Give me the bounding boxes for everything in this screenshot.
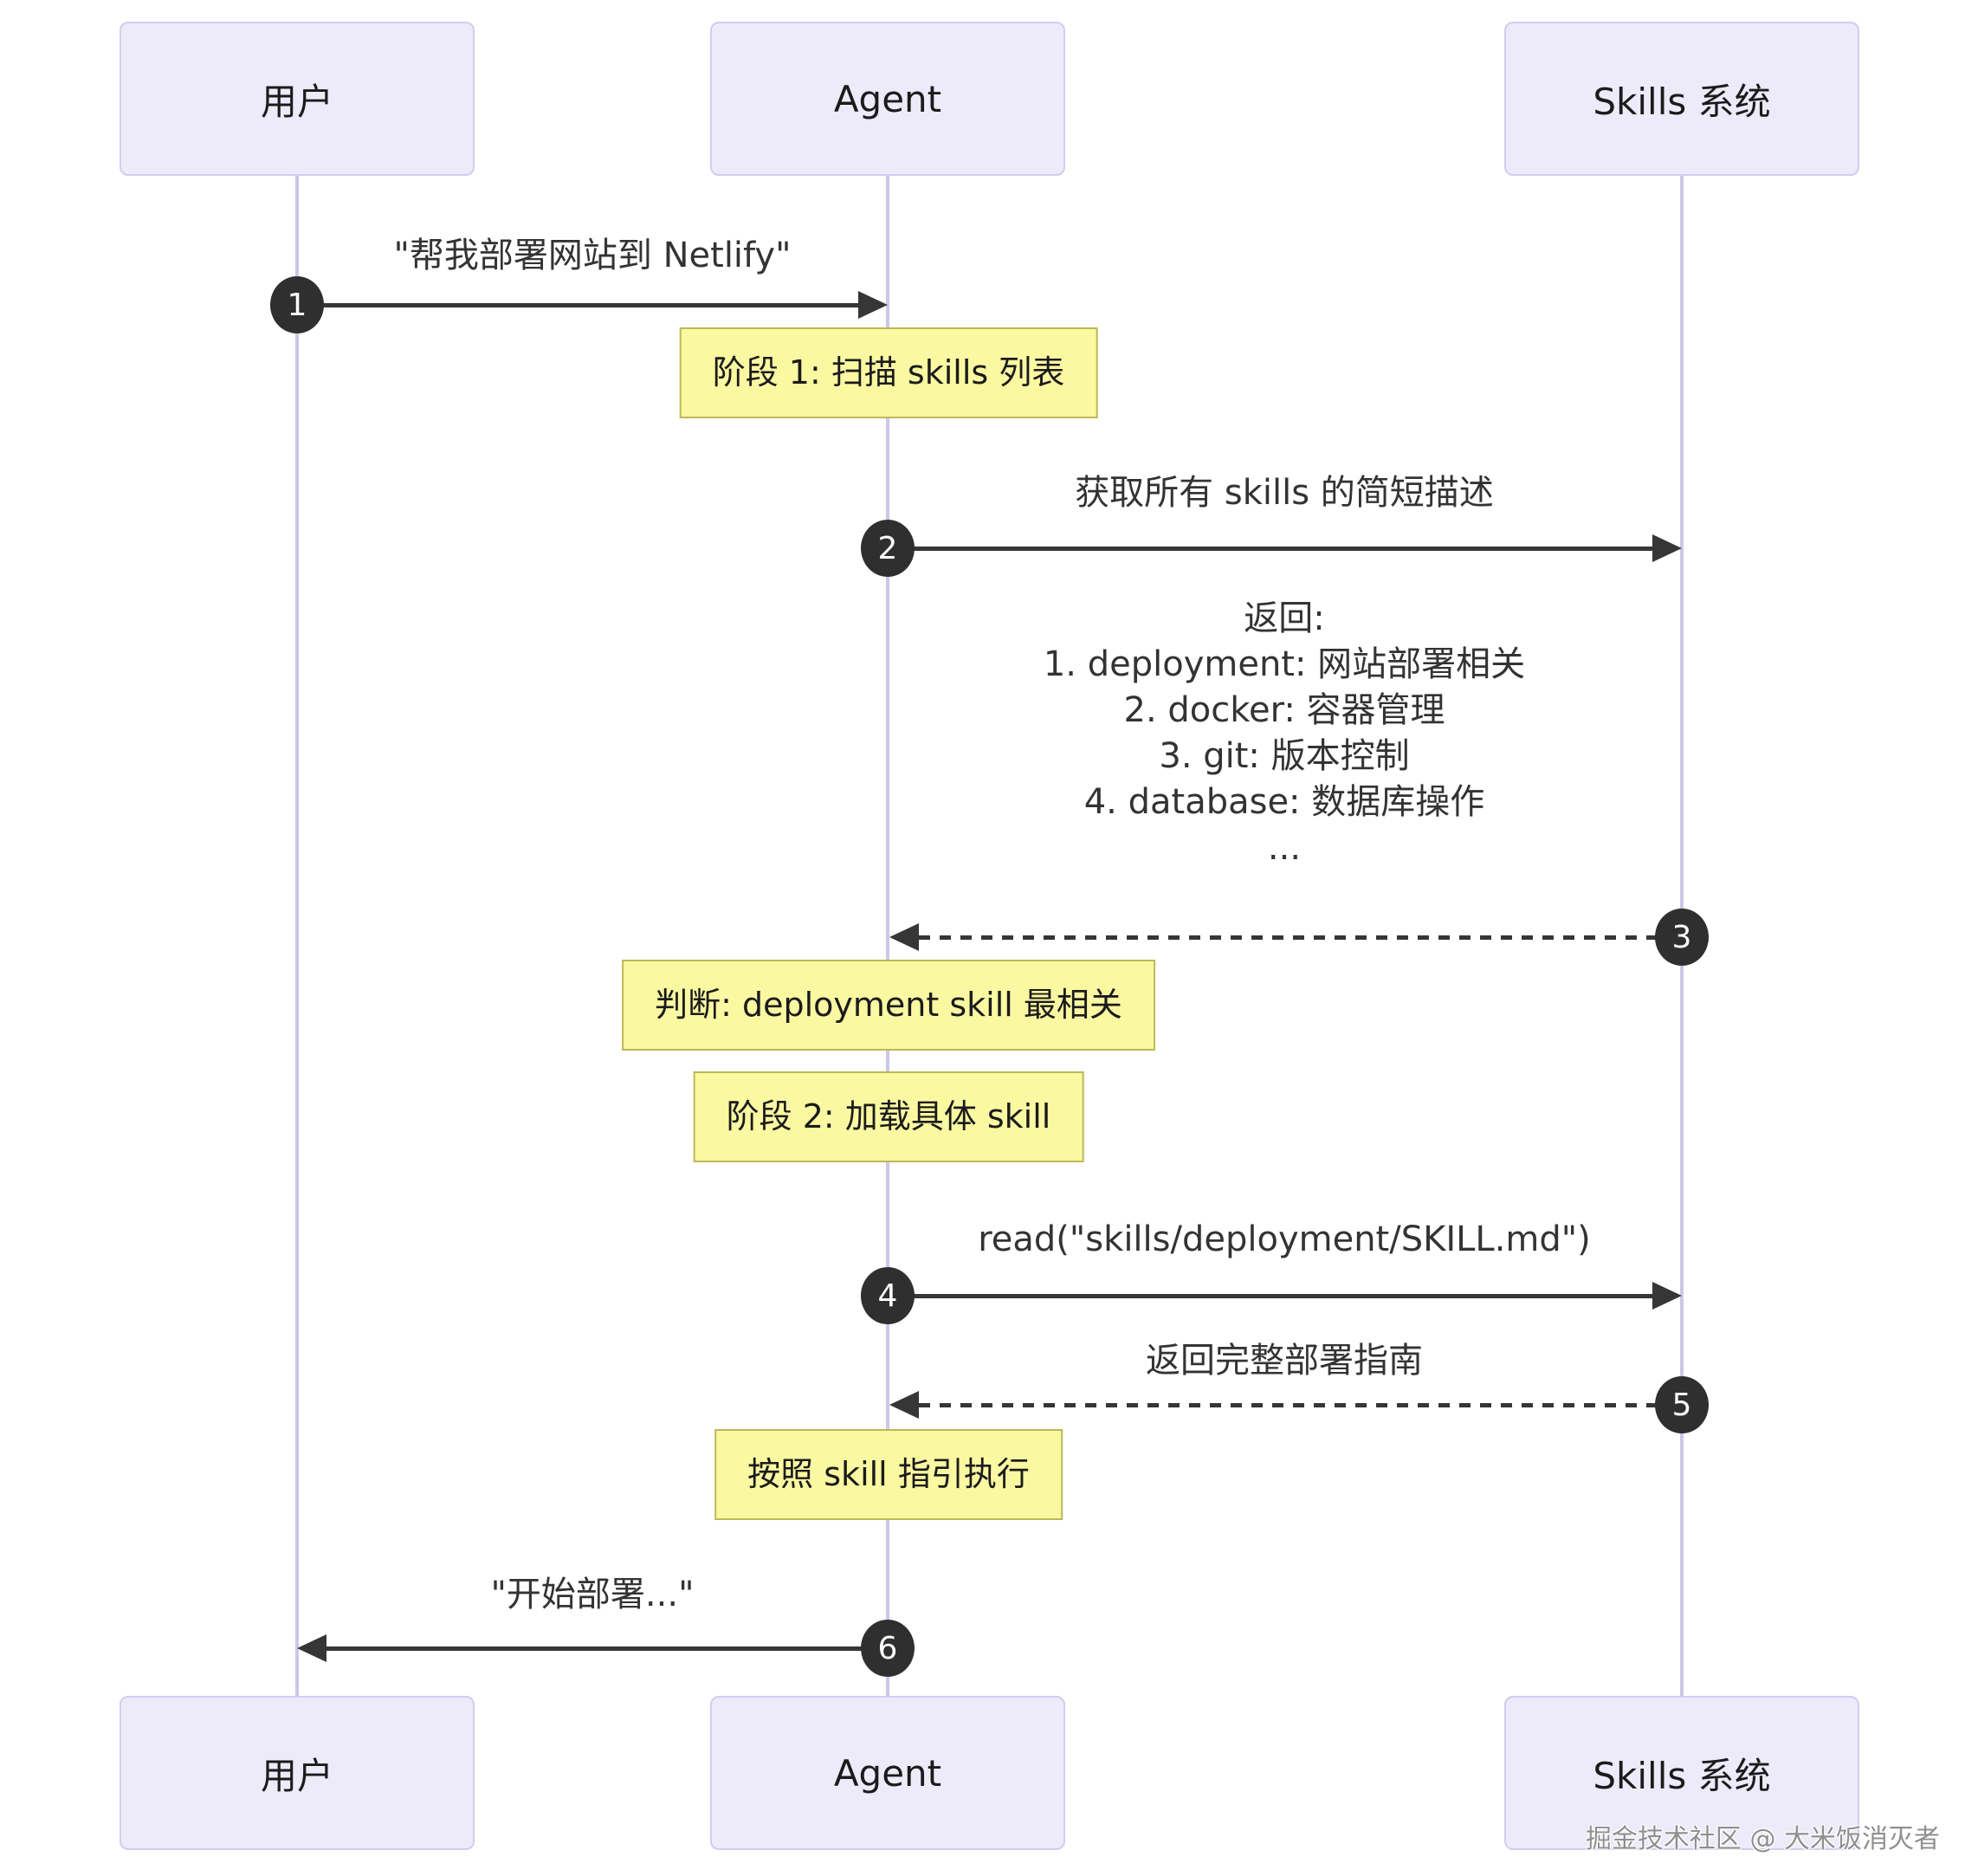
message-6-number: 6: [861, 1620, 915, 1677]
message-4-line: [888, 1294, 1652, 1298]
message-1-number: 1: [270, 276, 324, 333]
message-1-label: "帮我部署网站到 Netlify": [393, 236, 792, 275]
message-3-arrowhead-icon: [889, 923, 919, 951]
message-3-number: 3: [1655, 909, 1709, 966]
message-4-arrowhead-icon: [1652, 1282, 1682, 1310]
actor-label: Skills 系统: [1593, 80, 1771, 123]
message-6-line: [326, 1646, 888, 1651]
message-3-line-2: 1. deployment: 网站部署相关: [1043, 644, 1526, 684]
note-execute-skill: 按照 skill 指引执行: [714, 1429, 1063, 1520]
message-6-arrowhead-icon: [297, 1634, 326, 1662]
actor-top-agent: Agent: [710, 22, 1065, 176]
message-5-label: 返回完整部署指南: [1146, 1341, 1423, 1381]
actor-bottom-user: 用户: [120, 1696, 475, 1850]
actor-label: Agent: [833, 1751, 942, 1795]
actor-bottom-skills: Skills 系统: [1504, 1696, 1859, 1850]
lifeline-user: [295, 175, 299, 1696]
note-phase-2: 阶段 2: 加载具体 skill: [693, 1071, 1084, 1162]
message-2-line: [888, 547, 1652, 551]
message-3-line-4: 3. git: 版本控制: [1159, 736, 1410, 776]
message-3-line-1: 返回:: [1244, 598, 1325, 638]
message-4-label: read("skills/deployment/SKILL.md"): [978, 1219, 1591, 1259]
actor-label: 用户: [260, 80, 333, 123]
message-5-number: 5: [1655, 1376, 1709, 1433]
message-3-line-3: 2. docker: 容器管理: [1123, 690, 1445, 730]
actor-label: 用户: [260, 1754, 333, 1797]
lifeline-agent: [886, 175, 889, 1696]
note-phase-1: 阶段 1: 扫描 skills 列表: [679, 327, 1098, 418]
message-6-label: "开始部署...": [490, 1575, 695, 1614]
message-3-line-5: 4. database: 数据库操作: [1083, 782, 1485, 822]
message-3-line: [919, 935, 1682, 940]
actor-label: Skills 系统: [1593, 1754, 1771, 1797]
message-1-arrowhead-icon: [858, 291, 888, 319]
actor-bottom-agent: Agent: [710, 1696, 1065, 1850]
watermark: 掘金技术社区 @ 大米饭消灭者: [1585, 1824, 1940, 1854]
note-judge-skill: 判断: deployment skill 最相关: [622, 960, 1155, 1051]
message-5-line: [919, 1403, 1682, 1407]
message-5-arrowhead-icon: [889, 1391, 919, 1419]
message-4-number: 4: [861, 1267, 915, 1324]
message-2-arrowhead-icon: [1652, 534, 1682, 562]
message-2-label: 获取所有 skills 的简短描述: [1075, 473, 1494, 513]
message-3-line-6: ...: [1267, 828, 1302, 868]
actor-label: Agent: [833, 77, 942, 120]
message-2-number: 2: [861, 520, 915, 577]
message-3-label: 返回: 1. deployment: 网站部署相关 2. docker: 容器管…: [1044, 596, 1525, 871]
actor-top-user: 用户: [120, 22, 475, 176]
actor-top-skills: Skills 系统: [1504, 22, 1859, 176]
message-1-line: [297, 303, 862, 307]
